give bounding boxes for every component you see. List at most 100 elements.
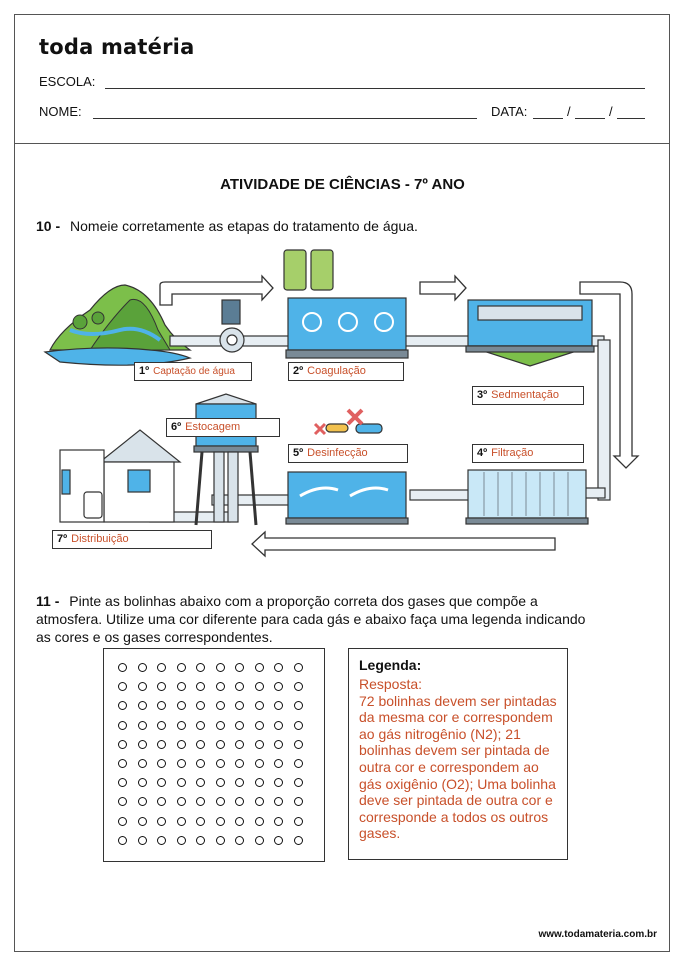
gas-circle[interactable] (137, 835, 147, 845)
gas-circle[interactable] (235, 720, 244, 730)
gas-circle[interactable] (137, 739, 147, 749)
gas-circle[interactable] (215, 663, 225, 672)
gas-circle[interactable] (293, 797, 303, 807)
gas-circle[interactable] (118, 720, 127, 730)
gas-circle[interactable] (137, 778, 147, 788)
gas-circle[interactable] (215, 835, 225, 845)
gas-circle[interactable] (235, 682, 244, 692)
gas-circle[interactable] (118, 835, 127, 845)
gas-circle[interactable] (137, 720, 147, 730)
gas-circle[interactable] (215, 739, 225, 749)
gas-circle[interactable] (157, 663, 166, 672)
gas-circle[interactable] (254, 663, 264, 672)
gas-circle[interactable] (254, 720, 264, 730)
gas-circle[interactable] (196, 739, 205, 749)
gas-circle[interactable] (274, 759, 283, 768)
gas-circle[interactable] (196, 663, 205, 672)
gas-circle[interactable] (157, 778, 166, 788)
gas-circle[interactable] (235, 835, 244, 845)
gas-circle[interactable] (118, 682, 127, 692)
gas-circle[interactable] (274, 835, 283, 845)
gas-circle[interactable] (118, 663, 127, 672)
gas-circle[interactable] (235, 701, 244, 711)
gas-circle[interactable] (176, 663, 186, 672)
gas-circle[interactable] (196, 720, 205, 730)
gas-circle[interactable] (118, 797, 127, 807)
gas-circle[interactable] (137, 701, 147, 711)
gas-circle[interactable] (293, 701, 303, 711)
gas-circle[interactable] (157, 701, 166, 711)
gas-circle[interactable] (196, 701, 205, 711)
gas-circle[interactable] (254, 682, 264, 692)
gas-circle[interactable] (196, 816, 205, 826)
gas-circle[interactable] (274, 701, 283, 711)
gas-circle[interactable] (235, 816, 244, 826)
gas-circle[interactable] (137, 797, 147, 807)
gas-circle[interactable] (254, 797, 264, 807)
gas-circle[interactable] (293, 682, 303, 692)
gas-circle[interactable] (293, 720, 303, 730)
gas-circle[interactable] (157, 720, 166, 730)
school-field[interactable] (105, 88, 645, 89)
gas-circle[interactable] (293, 816, 303, 826)
gas-circle[interactable] (118, 701, 127, 711)
gas-circle[interactable] (293, 663, 303, 672)
gas-circle[interactable] (215, 720, 225, 730)
gas-circle[interactable] (137, 759, 147, 768)
gas-circle[interactable] (196, 835, 205, 845)
date-month-field[interactable] (575, 118, 605, 119)
gas-circle[interactable] (157, 739, 166, 749)
gas-circle[interactable] (274, 739, 283, 749)
gas-circle[interactable] (254, 739, 264, 749)
gas-circle[interactable] (157, 797, 166, 807)
gas-circle[interactable] (157, 759, 166, 768)
gas-circle[interactable] (293, 759, 303, 768)
gas-circle[interactable] (157, 816, 166, 826)
date-year-field[interactable] (617, 118, 645, 119)
gas-circle[interactable] (235, 778, 244, 788)
gas-circle[interactable] (118, 759, 127, 768)
gas-circle[interactable] (215, 778, 225, 788)
gas-circle[interactable] (254, 701, 264, 711)
gas-circle[interactable] (274, 797, 283, 807)
gas-circle[interactable] (235, 759, 244, 768)
gas-circle[interactable] (274, 778, 283, 788)
gas-circle[interactable] (137, 816, 147, 826)
gas-circle[interactable] (293, 739, 303, 749)
gas-circle[interactable] (235, 663, 244, 672)
gas-circle[interactable] (118, 739, 127, 749)
gas-circle[interactable] (118, 778, 127, 788)
gas-circle[interactable] (176, 739, 186, 749)
gas-circle[interactable] (118, 816, 127, 826)
gas-circle[interactable] (235, 739, 244, 749)
gas-circle[interactable] (176, 682, 186, 692)
gas-circle[interactable] (274, 816, 283, 826)
gas-circle[interactable] (196, 682, 205, 692)
gas-circle[interactable] (254, 759, 264, 768)
gas-circle[interactable] (235, 797, 244, 807)
gas-circle[interactable] (176, 797, 186, 807)
gas-circle[interactable] (176, 816, 186, 826)
gas-circle[interactable] (176, 759, 186, 768)
date-day-field[interactable] (533, 118, 563, 119)
gas-circle[interactable] (215, 701, 225, 711)
name-field[interactable] (93, 118, 477, 119)
gas-circle[interactable] (215, 682, 225, 692)
gas-circle[interactable] (274, 663, 283, 672)
gas-circle[interactable] (137, 663, 147, 672)
gas-circle[interactable] (254, 835, 264, 845)
gas-circle[interactable] (196, 778, 205, 788)
gas-circle[interactable] (157, 835, 166, 845)
gas-circle[interactable] (215, 759, 225, 768)
gas-circle[interactable] (274, 720, 283, 730)
gas-circle[interactable] (176, 720, 186, 730)
gas-circle[interactable] (215, 816, 225, 826)
gas-circle[interactable] (176, 701, 186, 711)
gas-circle[interactable] (293, 778, 303, 788)
gas-circle[interactable] (215, 797, 225, 807)
